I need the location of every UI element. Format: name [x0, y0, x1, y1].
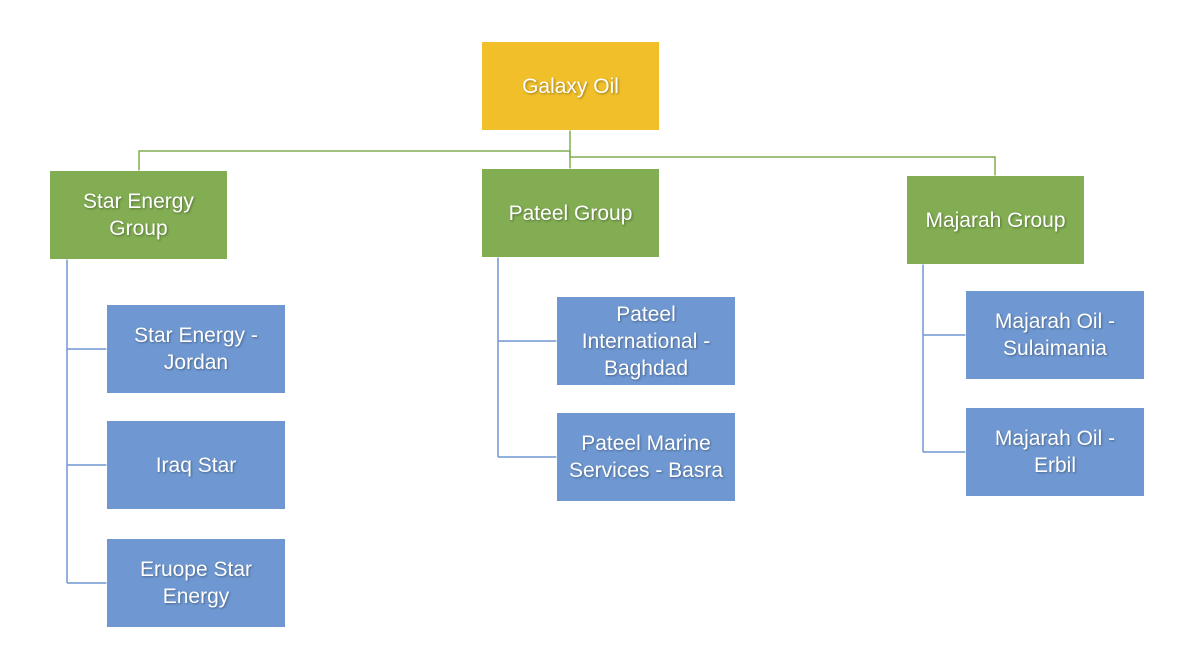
- node-pateel-marine-services-basra: Pateel Marine Services - Basra: [557, 413, 735, 501]
- node-iraq-star: Iraq Star: [107, 421, 285, 509]
- node-label: Star Energy Group: [83, 190, 194, 240]
- node-majarah-group: Majarah Group: [907, 176, 1084, 264]
- node-pateel-international-baghdad: Pateel International - Baghdad: [557, 297, 735, 385]
- node-label: Star Energy - Jordan: [134, 324, 258, 374]
- node-label: Eruope Star Energy: [139, 558, 253, 608]
- node-label: Majarah Oil - Sulaimania: [994, 310, 1116, 360]
- node-label: Majarah Oil - Erbil: [994, 427, 1116, 477]
- node-label: Pateel International - Baghdad: [581, 302, 711, 380]
- node-star-energy-jordan: Star Energy - Jordan: [107, 305, 285, 393]
- node-eruope-star-energy: Eruope Star Energy: [107, 539, 285, 627]
- node-label: Galaxy Oil: [522, 74, 619, 98]
- node-galaxy-oil: Galaxy Oil: [482, 42, 659, 130]
- node-label: Iraq Star: [155, 453, 237, 477]
- node-star-energy-group: Star Energy Group: [50, 171, 227, 259]
- node-label: Pateel Marine Services - Basra: [568, 432, 724, 482]
- node-label: Pateel Group: [508, 201, 633, 225]
- node-majarah-oil-erbil: Majarah Oil - Erbil: [966, 408, 1144, 496]
- connector-root-to-star-energy: [138, 130, 571, 171]
- node-label: Majarah Group: [925, 208, 1066, 232]
- connector-root-to-majarah: [569, 151, 996, 176]
- node-majarah-oil-sulaimania: Majarah Oil - Sulaimania: [966, 291, 1144, 379]
- node-pateel-group: Pateel Group: [482, 169, 659, 257]
